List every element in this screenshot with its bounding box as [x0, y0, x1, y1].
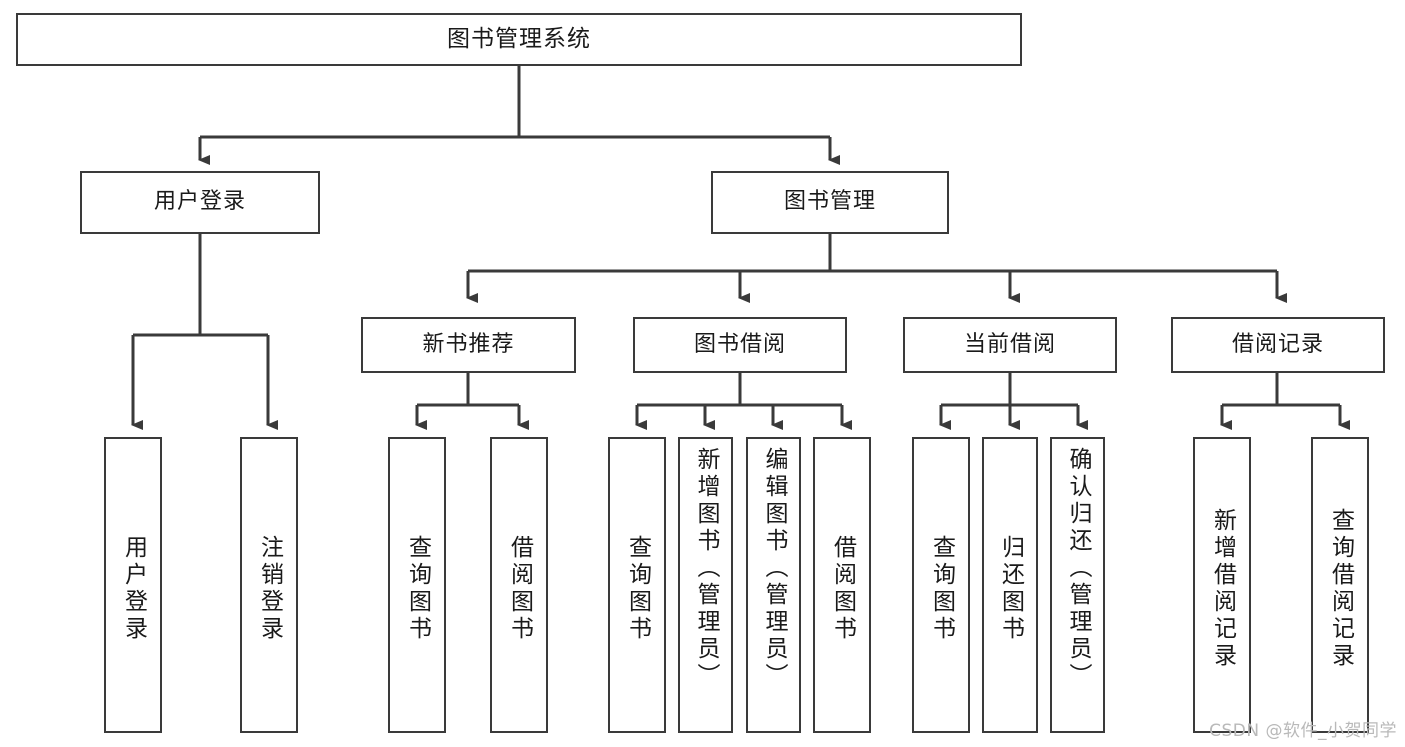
node-label: 确认归还（管理员）: [1065, 447, 1091, 690]
node-label: 当前借阅: [963, 331, 1056, 357]
node-label: 新增借阅记录: [1209, 508, 1236, 670]
node-label: 归还图书: [997, 535, 1024, 643]
node-root-book-management-system[interactable]: 图书管理系统: [16, 13, 1022, 66]
node-label: 查询图书: [404, 535, 431, 643]
leaf-current-return-book[interactable]: 归还图书: [982, 437, 1038, 733]
node-label: 借阅记录: [1231, 331, 1324, 357]
node-label: 查询借阅记录: [1327, 508, 1354, 670]
leaf-record-add-borrow-record[interactable]: 新增借阅记录: [1193, 437, 1251, 733]
leaf-borrow-query-book[interactable]: 查询图书: [608, 437, 666, 733]
node-label: 编辑图书（管理员）: [761, 447, 787, 690]
node-label: 注销登录: [256, 535, 283, 643]
leaf-recommend-borrow-book[interactable]: 借阅图书: [490, 437, 548, 733]
node-user-login[interactable]: 用户登录: [80, 171, 320, 234]
leaf-current-confirm-return-admin[interactable]: 确认归还（管理员）: [1050, 437, 1105, 733]
node-label: 借阅图书: [506, 535, 533, 643]
node-label: 新书推荐: [422, 331, 515, 357]
leaf-user-logout[interactable]: 注销登录: [240, 437, 298, 733]
node-new-book-recommend[interactable]: 新书推荐: [361, 317, 576, 373]
node-label: 新增图书（管理员）: [693, 447, 719, 690]
node-label: 图书管理: [783, 189, 876, 215]
leaf-current-query-book[interactable]: 查询图书: [912, 437, 970, 733]
leaf-borrow-borrow-book[interactable]: 借阅图书: [813, 437, 871, 733]
node-label: 用户登录: [153, 189, 246, 215]
leaf-user-login[interactable]: 用户登录: [104, 437, 162, 733]
leaf-borrow-edit-book-admin[interactable]: 编辑图书（管理员）: [746, 437, 801, 733]
leaf-recommend-query-book[interactable]: 查询图书: [388, 437, 446, 733]
node-label: 借阅图书: [829, 535, 856, 643]
node-book-borrow[interactable]: 图书借阅: [633, 317, 847, 373]
node-label: 查询图书: [624, 535, 651, 643]
node-current-borrow[interactable]: 当前借阅: [903, 317, 1117, 373]
node-borrow-record[interactable]: 借阅记录: [1171, 317, 1385, 373]
leaf-record-query-borrow-record[interactable]: 查询借阅记录: [1311, 437, 1369, 733]
node-label: 图书借阅: [693, 331, 786, 357]
node-book-management[interactable]: 图书管理: [711, 171, 949, 234]
leaf-borrow-add-book-admin[interactable]: 新增图书（管理员）: [678, 437, 733, 733]
node-label: 图书管理系统: [447, 25, 591, 52]
node-label: 用户登录: [120, 535, 147, 643]
node-label: 查询图书: [928, 535, 955, 643]
